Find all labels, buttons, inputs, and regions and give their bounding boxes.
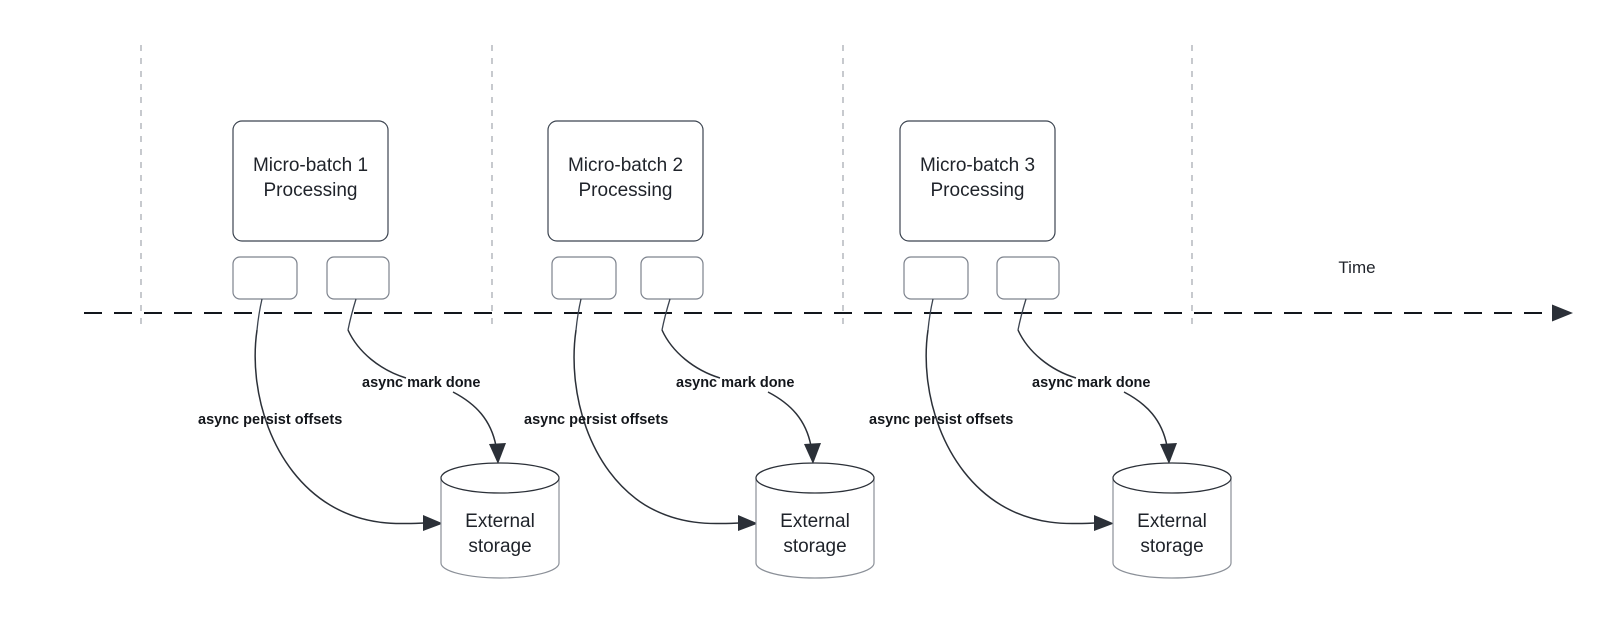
micro-batch-2-persist-offsets-curve (573, 329, 740, 525)
micro-batch-2-mark-done-arrowhead (804, 443, 821, 464)
guide-lines (140, 45, 1193, 327)
micro-batch-1-process-label-line2: Processing (264, 180, 358, 201)
group-1: Micro-batch 1 Processing async persist o… (198, 120, 560, 579)
micro-batch-3-process-label-line1: Micro-batch 3 (920, 155, 1035, 176)
micro-batch-1-markdone-box[interactable] (326, 256, 390, 300)
external-storage-3-top (1112, 462, 1232, 494)
micro-batch-1-mark-done-label: async mark done (362, 375, 480, 391)
micro-batch-1-mark-done-arrowhead (489, 443, 506, 464)
micro-batch-1-offset-box[interactable] (232, 256, 298, 300)
micro-batch-3-persist-offsets-curve (925, 329, 1096, 525)
micro-batch-1-mark-done-curve (347, 329, 407, 379)
micro-batch-3-markdone-box[interactable] (996, 256, 1060, 300)
micro-batch-1-offset-stem (256, 298, 263, 331)
micro-batch-2-process-box[interactable] (547, 120, 704, 242)
micro-batch-1-markdone-stem (347, 298, 357, 331)
timeline-arrowhead (1552, 304, 1573, 322)
micro-batch-3-process-label-line2: Processing (931, 180, 1025, 201)
micro-batch-3-process-box[interactable] (899, 120, 1056, 242)
micro-batch-3-mark-done-arrowhead (1160, 443, 1177, 464)
external-storage-2-label-line1: External (780, 511, 850, 532)
external-storage-2-top (755, 462, 875, 494)
micro-batch-3-external-storage[interactable]: External storage (1112, 462, 1232, 579)
group-2: Micro-batch 2 Processing async persist o… (524, 120, 875, 579)
micro-batch-3-markdone-stem (1017, 298, 1027, 331)
external-storage-3-body (1112, 477, 1232, 579)
external-storage-1-label-line1: External (465, 511, 535, 532)
micro-batch-2-process-label-line1: Micro-batch 2 (568, 155, 683, 176)
external-storage-1-label-line2: storage (468, 536, 531, 557)
micro-batch-3-offset-box[interactable] (903, 256, 969, 300)
micro-batch-1-process-label-line1: Micro-batch 1 (253, 155, 368, 176)
external-storage-2-body (755, 477, 875, 579)
micro-batch-3-mark-done-label: async mark done (1032, 375, 1150, 391)
external-storage-1-body (440, 477, 560, 579)
micro-batch-2-mark-done-label: async mark done (676, 375, 794, 391)
micro-batch-2-mark-done-curve-2 (767, 391, 812, 447)
micro-batch-3-mark-done-curve-2 (1123, 391, 1168, 447)
micro-batch-2-external-storage[interactable]: External storage (755, 462, 875, 579)
micro-batch-1-persist-offsets-arrowhead (423, 515, 443, 531)
external-storage-1-top (440, 462, 560, 494)
micro-batch-2-process-label-line2: Processing (579, 180, 673, 201)
micro-batch-1-external-storage[interactable]: External storage (440, 462, 560, 579)
micro-batch-3-persist-offsets-arrowhead (1094, 515, 1114, 531)
micro-batch-2-persist-offsets-label: async persist offsets (524, 412, 668, 428)
timeline-axis: Time (84, 258, 1573, 322)
external-storage-3-label-line2: storage (1140, 536, 1203, 557)
micro-batch-1-persist-offsets-curve (254, 329, 425, 525)
external-storage-3-label-line1: External (1137, 511, 1207, 532)
micro-batch-1-persist-offsets-label: async persist offsets (198, 412, 342, 428)
micro-batch-3-mark-done-curve (1017, 329, 1077, 379)
micro-batch-2-persist-offsets-arrowhead (738, 515, 758, 531)
group-3: Micro-batch 3 Processing async persist o… (869, 120, 1232, 579)
micro-batch-2-mark-done-curve (661, 329, 721, 379)
micro-batch-3-persist-offsets-label: async persist offsets (869, 412, 1013, 428)
micro-batch-2-offset-stem (575, 298, 582, 331)
micro-batch-1-process-box[interactable] (232, 120, 389, 242)
micro-batch-1-mark-done-curve-2 (452, 391, 497, 447)
micro-batch-3-offset-stem (927, 298, 934, 331)
micro-batch-2-markdone-stem (661, 298, 671, 331)
external-storage-2-label-line2: storage (783, 536, 846, 557)
micro-batch-2-offset-box[interactable] (551, 256, 617, 300)
time-axis-label: Time (1338, 258, 1375, 277)
micro-batch-2-markdone-box[interactable] (640, 256, 704, 300)
